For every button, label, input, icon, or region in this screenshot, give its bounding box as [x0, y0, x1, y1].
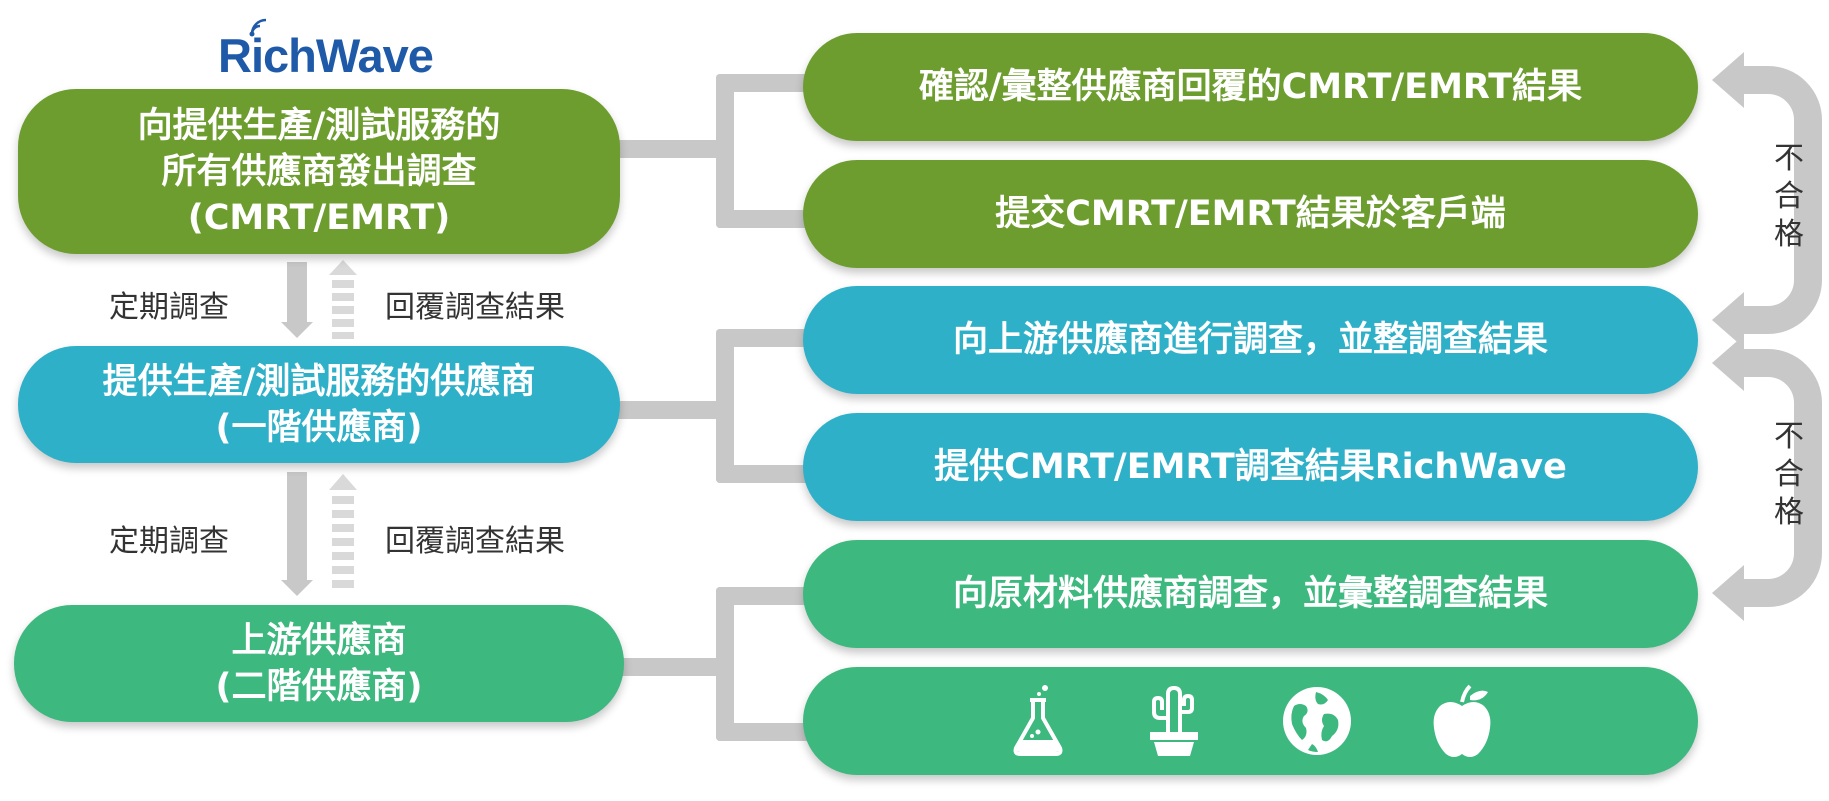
- left-top-line2: 所有供應商發出調查: [161, 151, 477, 192]
- right-r1-text: 確認/彙整供應商回覆的CMRT/EMRT結果: [918, 67, 1583, 107]
- arrow-1-up-label: 回覆調查結果: [385, 290, 565, 325]
- left-box-tier1-suppliers: 提供生產/測試服務的供應商 (一階供應商): [18, 346, 620, 463]
- left-middle-line2: (一階供應商): [215, 407, 423, 448]
- feedback-2-char1: 不: [1774, 419, 1804, 454]
- left-box-all-suppliers-survey: 向提供生產/測試服務的 所有供應商發出調查 (CMRT/EMRT): [18, 89, 620, 254]
- right-box-provide-to-richwave: 提供CMRT/EMRT調查結果RichWave: [803, 413, 1698, 521]
- feedback-label-1: 不 合 格: [1771, 140, 1807, 254]
- up-arrow-2: [329, 474, 357, 588]
- bracket-3-bar: [716, 587, 734, 741]
- feedback-arrow-1: [1712, 52, 1822, 348]
- left-bottom-line2: (二階供應商): [215, 666, 423, 707]
- right-box-survey-upstream: 向上游供應商進行調查，並整調查結果: [803, 286, 1698, 394]
- globe-icon: [1282, 687, 1351, 755]
- bracket-1-bottom: [716, 210, 826, 228]
- flask-icon: [1013, 685, 1062, 756]
- bracket-2-bar: [716, 329, 734, 483]
- down-arrow-1: [281, 262, 313, 338]
- apple-icon: [1433, 684, 1490, 757]
- bracket-1-bar: [716, 74, 734, 228]
- feedback-label-2: 不 合 格: [1771, 418, 1807, 532]
- bracket-3-top: [716, 587, 826, 605]
- bracket-2-bottom: [716, 465, 826, 483]
- bracket-1-top: [716, 74, 826, 92]
- feedback-arrow-2: [1712, 335, 1822, 621]
- logo-text: RichWave: [218, 29, 434, 82]
- right-box-consolidate-results: 確認/彙整供應商回覆的CMRT/EMRT結果: [803, 33, 1698, 141]
- up-arrow-1: [329, 260, 357, 339]
- richwave-logo: RichWave: [218, 18, 434, 83]
- right-r3-text: 向上游供應商進行調查，並整調查結果: [952, 320, 1548, 360]
- bracket-1-stub: [615, 140, 725, 158]
- right-r5-text: 向原材料供應商調查，並彙整調查結果: [952, 574, 1548, 614]
- signal-icon: [249, 18, 267, 37]
- right-box-raw-material-icons: [803, 667, 1698, 775]
- arrow-2-down-label: 定期調查: [109, 524, 229, 559]
- bracket-connectors: [615, 74, 826, 741]
- cactus-pot-icon: [1149, 685, 1198, 756]
- right-r4-text: 提供CMRT/EMRT調查結果RichWave: [934, 447, 1567, 487]
- right-r2-text: 提交CMRT/EMRT結果於客戶端: [995, 194, 1506, 234]
- arrow-1-down-label: 定期調查: [109, 290, 229, 325]
- feedback-2-char3: 格: [1774, 495, 1804, 530]
- feedback-1-char1: 不: [1774, 141, 1804, 176]
- right-box-survey-raw-material: 向原材料供應商調查，並彙整調查結果: [803, 540, 1698, 648]
- bracket-2-top: [716, 329, 826, 347]
- down-arrow-2: [281, 472, 313, 596]
- arrow-2-up-label: 回覆調查結果: [385, 524, 565, 559]
- bracket-3-bottom: [716, 723, 826, 741]
- left-box-tier2-suppliers: 上游供應商 (二階供應商): [14, 605, 624, 722]
- right-box-submit-to-customer: 提交CMRT/EMRT結果於客戶端: [803, 160, 1698, 268]
- bracket-3-stub: [615, 658, 725, 676]
- left-bottom-line1: 上游供應商: [231, 620, 407, 661]
- bracket-2-stub: [615, 401, 725, 419]
- left-middle-line1: 提供生產/測試服務的供應商: [102, 361, 536, 402]
- feedback-2-char2: 合: [1774, 457, 1804, 492]
- feedback-1-char3: 格: [1774, 217, 1804, 252]
- left-top-line1: 向提供生產/測試服務的: [137, 105, 501, 146]
- left-top-line3: (CMRT/EMRT): [187, 197, 451, 238]
- feedback-1-char2: 合: [1774, 179, 1804, 214]
